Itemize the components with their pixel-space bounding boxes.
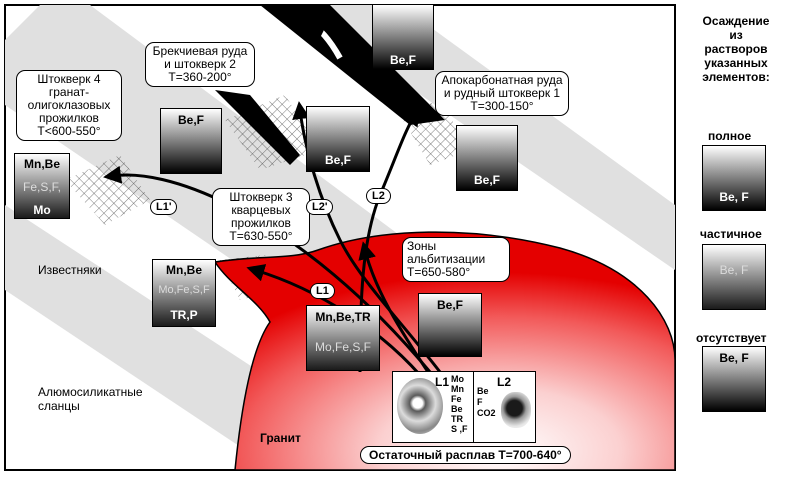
inclusions-panel: L1 Mo Mn Fe Be TR S ,F Be F CO2 L2 [392,371,536,443]
inclusion-L1-image [397,378,443,434]
legend-full-text: Be, F [719,190,749,204]
l2-el-2: CO2 [477,408,496,418]
schists-label-line1: Алюмосиликатные [38,385,143,399]
apocarbonate-sq-bot-text: Be,F [473,173,500,187]
legend-partial-square: Be, F [702,244,766,310]
path-main-up [291,13,343,60]
apocarbonate-line3: T=300-150° [470,99,534,113]
breccia-square: Be,F [160,108,222,174]
l1-el-3: Be [451,404,463,414]
l1-el-1: Mn [451,384,464,394]
breccia-sq2-text: Be,F [324,153,351,167]
stockwork3-sq-top: Mn,Be [166,263,202,277]
stockwork4-line5: T<600-550° [37,124,101,138]
inclusions-divider [473,372,474,442]
inclusion-L2-image [501,392,531,428]
path-label-L2p: L2' [306,199,334,215]
l1-el-4: TR [451,414,463,424]
stockwork3-square: Mn,Be Mo,Fe,S,F TR,P [152,259,216,327]
stockwork4-callout: Штокверк 4 гранат- олигоклазовых прожилк… [16,70,122,141]
albitization-line1: Зоны [407,239,437,253]
inclusion-L2-label: L2 [497,375,512,389]
apocarbonate-square-bottom: Be,F [456,125,518,191]
stockwork3-sq-mid: Mo,Fe,S,F [158,284,210,296]
apocarbonate-line1: Апокарбонатная руда [441,73,563,87]
albitization-square: Be,F [418,293,482,357]
l2-el-1: F [477,397,483,407]
legend-heading-4: указанных [704,56,768,70]
hatch-zone-left [65,155,150,225]
stockwork3-line1: Штокверк 3 [229,190,293,204]
legend-full-square: Be, F [702,145,766,211]
central-sq-mid: Mo,Fe,S,F [314,340,371,354]
l1-el-0: Mo [451,374,464,384]
inclusion-L2-elements: Be F CO2 [477,386,496,419]
breccia-sq-text: Be,F [177,113,204,127]
albitization-sq-text: Be,F [436,298,463,312]
legend-heading-3: растворов [704,42,768,56]
stockwork3-line2: кварцевых [231,203,291,217]
stockwork3-callout: Штокверк 3 кварцевых прожилков T=630-550… [212,188,310,246]
stockwork4-square: Mn,Be Fe,S,F, Mo [14,153,70,219]
stockwork3-sq-bot: TR,P [170,308,198,322]
legend-absent-label: отсутствует [696,331,767,345]
schists-label-line2: сланцы [38,399,80,413]
legend-heading-1: Осаждение [702,14,770,28]
stockwork4-line4: прожилков [39,111,99,125]
legend-partial-text: Be, F [719,263,749,277]
l2-el-0: Be [477,386,489,396]
legend-heading-2: из [729,28,743,42]
stockwork3-line4: T=630-550° [229,229,293,243]
central-sq-top: Mn,Be,TR [315,310,371,324]
legend-heading: Осаждение из растворов указанных элемент… [690,14,782,84]
stockwork4-line2: гранат- [48,85,90,99]
stockwork4-line1: Штокверк 4 [37,72,101,86]
path-label-L1p: L1' [150,199,178,215]
ore-body-breccia [215,90,300,165]
stockwork4-sq-mid: Fe,S,F, [22,180,61,194]
inclusion-L1-label: L1 [435,375,450,389]
legend-absent-text: Be, F [719,351,749,365]
legend-full-label: полное [708,129,752,143]
stockwork4-sq-bot: Mo [33,203,51,217]
legend-partial-label: частичное [700,227,762,241]
inclusion-L1-elements: Mo Mn Fe Be TR S ,F [451,374,468,434]
albitization-callout: Зоны альбитизации T=650-580° [402,237,510,282]
albitization-line3: T=650-580° [407,265,471,279]
residual-melt-label: Остаточный расплав T=700-640° [360,446,571,464]
breccia-line2: и штокверк 2 [164,57,236,71]
breccia-line3: T=360-200° [168,70,232,84]
breccia-line1: Брекчиевая руда [152,44,248,58]
l1-el-5: S ,F [451,424,468,434]
apocarbonate-square-top: Be,F [372,4,434,70]
apocarbonate-sq-top-text: Be,F [389,53,416,67]
apocarbonate-line2: и рудный штокверк 1 [443,86,561,100]
breccia-square-2: Be,F [306,106,370,172]
albitization-line2: альбитизации [407,252,486,266]
path-label-L1: L1 [310,283,335,299]
stockwork4-line3: олигоклазовых [27,98,111,112]
limestone-label: Известняки [38,263,102,277]
legend-absent-square: Be, F [702,346,766,412]
breccia-callout: Брекчиевая руда и штокверк 2 T=360-200° [145,42,255,87]
stockwork4-sq-top: Mn,Be [24,157,60,171]
l1-el-2: Fe [451,394,462,404]
granite-label: Гранит [260,431,301,445]
central-square: Mn,Be,TR Mo,Fe,S,F [306,305,380,371]
path-L1-lower [358,241,432,376]
apocarbonate-callout: Апокарбонатная руда и рудный штокверк 1 … [435,71,569,116]
legend-heading-5: элементов: [702,70,770,84]
path-label-L2: L2 [366,188,391,204]
stockwork3-line3: прожилков [231,216,291,230]
